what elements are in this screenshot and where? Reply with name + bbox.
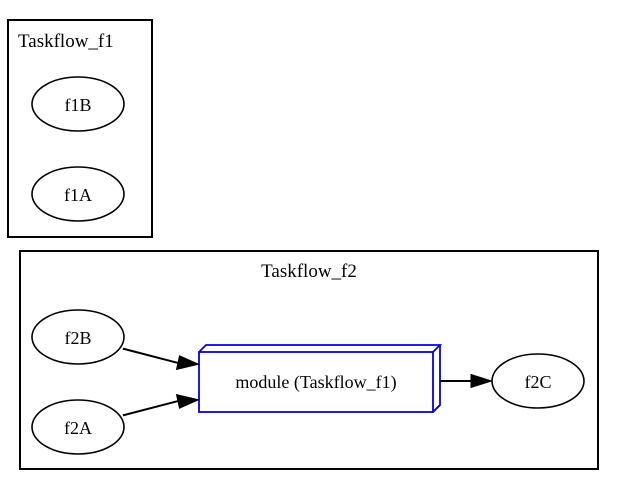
cluster-taskflow-f1-label: Taskflow_f1 <box>18 31 114 52</box>
node-f1B-label: f1B <box>65 95 92 115</box>
edge-module-to-f2C-arrowhead <box>470 373 494 389</box>
node-f1B[interactable]: f1B <box>31 76 125 132</box>
node-f2B-ellipse <box>31 309 125 365</box>
node-f1A-label: f1A <box>64 185 92 205</box>
cluster-taskflow-f1-border <box>7 19 153 238</box>
node-f2B[interactable]: f2B <box>31 309 125 365</box>
node-f2C-label: f2C <box>525 372 552 392</box>
cluster-taskflow-f2[interactable]: Taskflow_f2 f2B f2A module (Taskflow_f1) <box>19 250 599 470</box>
cluster-taskflow-f2-border <box>19 250 599 470</box>
edge-f2A-to-module-line <box>122 400 178 417</box>
node-f2A-label: f2A <box>64 418 92 438</box>
node-f2B-label: f2B <box>65 328 92 348</box>
node-module-right-face <box>432 345 441 413</box>
node-f2C[interactable]: f2C <box>491 353 585 409</box>
node-module-label: module (Taskflow_f1) <box>235 372 396 393</box>
node-module-top-face <box>198 344 443 353</box>
node-module-right-edge <box>432 404 441 413</box>
edge-f2A-to-module <box>122 393 201 417</box>
cluster-taskflow-f2-label: Taskflow_f2 <box>261 261 357 282</box>
edge-f2B-to-module-line <box>122 347 178 364</box>
node-f1A-ellipse <box>31 166 125 222</box>
cluster-taskflow-f1[interactable]: Taskflow_f1 f1B f1A <box>7 19 153 238</box>
edge-module-to-f2C <box>440 373 494 389</box>
edge-f2A-to-module-arrowhead <box>175 393 201 409</box>
node-f1B-ellipse <box>31 76 125 132</box>
node-f2A-ellipse <box>31 399 125 455</box>
node-f2A[interactable]: f2A <box>31 399 125 455</box>
edge-f2B-to-module <box>122 347 201 371</box>
edge-f2B-to-module-arrowhead <box>175 355 201 371</box>
node-f1A[interactable]: f1A <box>31 166 125 222</box>
node-module-front-face <box>198 351 434 413</box>
node-module-taskflow-f1[interactable]: module (Taskflow_f1) <box>198 344 443 413</box>
